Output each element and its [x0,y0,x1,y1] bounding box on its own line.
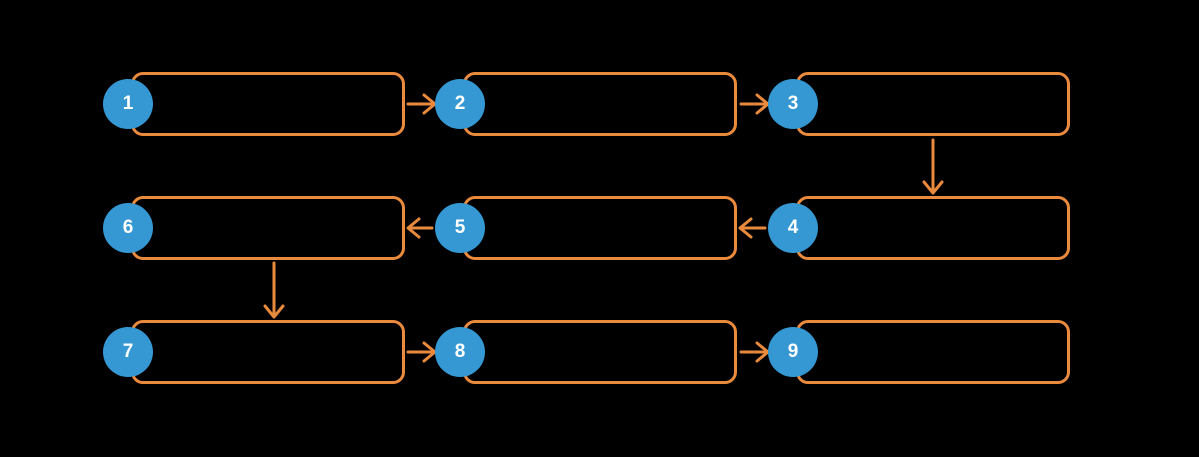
arrow-8-to-9 [739,341,770,363]
arrow-2-to-3 [739,93,770,115]
arrow-6-to-7 [263,261,285,319]
step-number-label: 8 [454,341,466,362]
step-box-4 [796,196,1070,260]
step-box-6 [131,196,405,260]
step-box-7 [131,320,405,384]
arrow-1-to-2 [406,93,437,115]
step-box-3 [796,72,1070,136]
step-number-label: 2 [454,93,466,114]
step-box-9 [796,320,1070,384]
step-number-badge-5: 5 [435,203,485,253]
arrow-7-to-8 [406,341,437,363]
step-number-badge-1: 1 [103,79,153,129]
step-box-5 [463,196,737,260]
step-number-badge-4: 4 [768,203,818,253]
step-box-8 [463,320,737,384]
arrow-5-to-6 [406,217,434,239]
step-number-label: 3 [787,93,799,114]
step-box-2 [463,72,737,136]
step-box-1 [131,72,405,136]
arrow-3-to-4 [922,138,944,195]
step-number-badge-8: 8 [435,327,485,377]
step-number-label: 6 [122,217,134,238]
arrow-4-to-5 [738,217,767,239]
step-number-label: 4 [787,217,799,238]
step-number-badge-9: 9 [768,327,818,377]
step-number-label: 7 [122,341,134,362]
step-number-label: 9 [787,341,799,362]
step-number-badge-7: 7 [103,327,153,377]
step-number-badge-3: 3 [768,79,818,129]
step-number-badge-6: 6 [103,203,153,253]
step-number-label: 5 [454,217,466,238]
step-number-label: 1 [122,93,134,114]
step-number-badge-2: 2 [435,79,485,129]
